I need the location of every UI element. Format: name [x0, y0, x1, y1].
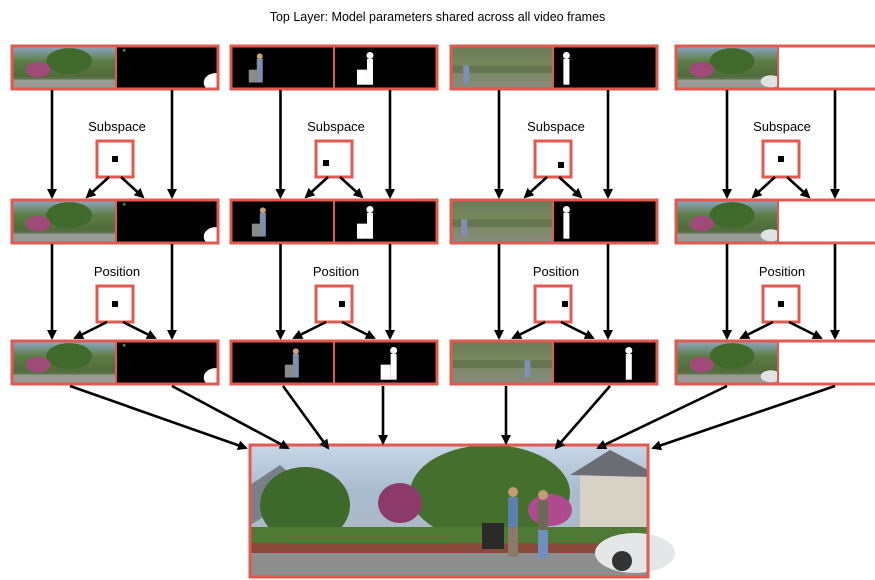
arrow: [523, 176, 548, 199]
arrow: [596, 384, 728, 450]
arrow: [739, 320, 774, 340]
position-parameter-box: [761, 284, 801, 324]
arrow: [171, 384, 290, 450]
layer-thumbnail-pair: [10, 198, 229, 247]
arrow: [786, 176, 811, 199]
thumbnail-pane: [778, 341, 875, 384]
arrow: [292, 320, 327, 340]
thumbnail-pane: [12, 46, 116, 89]
position-label-4: Position: [758, 264, 806, 279]
layer-thumbnail-pair: [229, 339, 439, 386]
position-parameter-box: [533, 284, 573, 324]
layer-thumbnail-pair: [449, 44, 659, 91]
layer-thumbnail-pair: [449, 339, 659, 386]
arrow: [281, 385, 330, 450]
subspace-parameter-box: [314, 139, 354, 179]
thumbnail-pane: [553, 200, 657, 243]
position-label-1: Position: [93, 264, 141, 279]
thumbnail-pane: [451, 200, 553, 243]
thumbnail-pane: [451, 46, 553, 89]
thumbnail-pane: [676, 200, 782, 243]
arrow: [560, 320, 595, 340]
thumbnail-pane: [676, 341, 782, 384]
subspace-label-4: Subspace: [753, 119, 811, 134]
thumbnail-pane: [231, 46, 334, 89]
thumbnail-pane: [334, 46, 437, 89]
frame-group: [10, 44, 875, 579]
output-frame: [248, 443, 675, 579]
layer-thumbnail-pair: [674, 339, 875, 386]
layer-thumbnail-pair: [449, 198, 659, 245]
subspace-label-2: Subspace: [307, 119, 365, 134]
subspace-label-3: Subspace: [527, 119, 585, 134]
thumbnail-pane: [116, 46, 229, 93]
diagram-title: Top Layer: Model parameters shared acros…: [269, 10, 606, 24]
position-parameter-box: [95, 284, 135, 324]
layer-thumbnail-pair: [674, 44, 875, 91]
layer-thumbnail-pair: [674, 198, 875, 245]
thumbnail-pane: [334, 200, 437, 243]
thumbnail-pane: [231, 341, 334, 384]
arrow: [651, 384, 836, 451]
thumbnail-pane: [553, 341, 657, 384]
arrow: [558, 176, 583, 199]
position-parameter-box: [314, 284, 354, 324]
arrow: [554, 385, 611, 450]
subspace-parameter-box: [95, 139, 135, 179]
arrow: [69, 384, 248, 451]
position-label-2: Position: [312, 264, 360, 279]
arrow-group: [47, 90, 840, 451]
arrow: [788, 320, 823, 340]
arrow: [339, 176, 364, 199]
layer-thumbnail-pair: [229, 198, 439, 245]
subspace-label-1: Subspace: [88, 119, 146, 134]
arrow: [304, 176, 329, 199]
layer-thumbnail-pair: [10, 339, 229, 388]
layer-thumbnail-pair: [10, 44, 229, 93]
thumbnail-pane: [334, 341, 437, 384]
arrow: [85, 176, 110, 199]
thumbnail-pane: [116, 341, 229, 388]
thumbnail-pane: [12, 200, 116, 243]
thumbnail-pane: [231, 200, 334, 243]
thumbnail-pane: [12, 341, 116, 384]
position-label-3: Position: [532, 264, 580, 279]
thumbnail-pane: [553, 46, 657, 89]
arrow: [120, 176, 145, 199]
arrow: [341, 320, 376, 340]
arrow: [73, 320, 108, 340]
subspace-parameter-box: [533, 139, 573, 179]
thumbnail-pane: [676, 46, 782, 89]
thumbnail-pane: [116, 200, 229, 247]
layer-thumbnail-pair: [229, 44, 439, 91]
subspace-parameter-box: [761, 139, 801, 179]
arrow: [122, 320, 157, 340]
thumbnail-pane: [451, 341, 553, 384]
arrow: [751, 176, 776, 199]
thumbnail-pane: [778, 46, 875, 89]
thumbnail-pane: [778, 200, 875, 243]
arrow: [511, 320, 546, 340]
